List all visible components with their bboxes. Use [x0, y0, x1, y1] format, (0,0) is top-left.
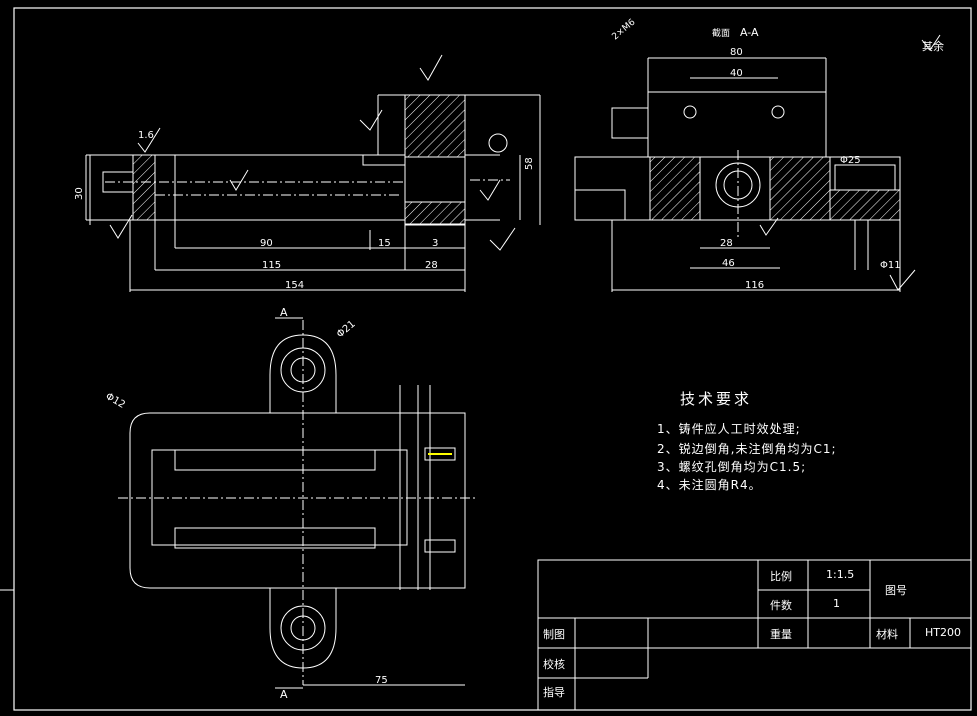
hole-callout: 2×M6 [611, 17, 638, 42]
tech-item-3: 3、螺纹孔倒角均为C1.5; [657, 460, 807, 474]
front-dim-8: 58 [524, 157, 535, 170]
front-dim-5: 115 [262, 260, 281, 271]
section-name: A-A [740, 26, 759, 39]
plan-view [118, 317, 475, 689]
side-dim-7: Φ11 [880, 260, 901, 271]
tech-item-1: 1、铸件应人工时效处理; [657, 422, 801, 436]
weight-label: 重量 [770, 628, 792, 641]
plan-dim-3: 75 [375, 675, 388, 686]
quantity-value: 1 [833, 597, 840, 610]
tech-item-2: 2、锐边倒角,未注倒角均为C1; [657, 442, 837, 456]
plan-dim-1: Φ21 [335, 319, 358, 341]
side-dim-2: 40 [730, 68, 743, 79]
title-block [537, 559, 972, 711]
material-label: 材料 [876, 628, 898, 641]
plan-dim-2: Φ12 [104, 391, 127, 411]
side-view [574, 34, 941, 292]
front-view [85, 54, 541, 292]
tech-item-4: 4、未注圆角R4。 [657, 478, 762, 492]
roughness-rest: 其余 [922, 39, 944, 53]
drawing-no-label: 图号 [885, 584, 907, 597]
scale-label: 比例 [770, 570, 792, 583]
quantity-label: 件数 [770, 599, 792, 612]
front-dim-1: 1.6 [138, 130, 154, 141]
front-dim-7: 154 [285, 280, 304, 291]
front-dim-6: 28 [425, 260, 438, 271]
cut-mark-bottom: A [280, 688, 288, 701]
tech-requirements-title: 技术要求 [680, 390, 753, 408]
front-dim-2: 90 [260, 238, 273, 249]
side-dim-6: Φ25 [840, 155, 861, 166]
checked-label: 校核 [543, 658, 565, 671]
section-label: 截面 [712, 27, 730, 39]
approved-label: 指导 [543, 686, 565, 699]
material-value: HT200 [925, 626, 961, 639]
side-dim-3: 28 [720, 238, 733, 249]
front-dim-3: 15 [378, 238, 391, 249]
scale-value: 1:1.5 [826, 568, 855, 581]
side-dim-4: 46 [722, 258, 735, 269]
drawn-label: 制图 [543, 628, 565, 641]
side-dim-5: 116 [745, 280, 764, 291]
side-dim-1: 80 [730, 47, 743, 58]
front-dim-4: 3 [432, 238, 438, 249]
drawing-border [13, 7, 972, 711]
cut-mark-top: A [280, 306, 288, 319]
front-dim-9: 30 [74, 187, 85, 200]
